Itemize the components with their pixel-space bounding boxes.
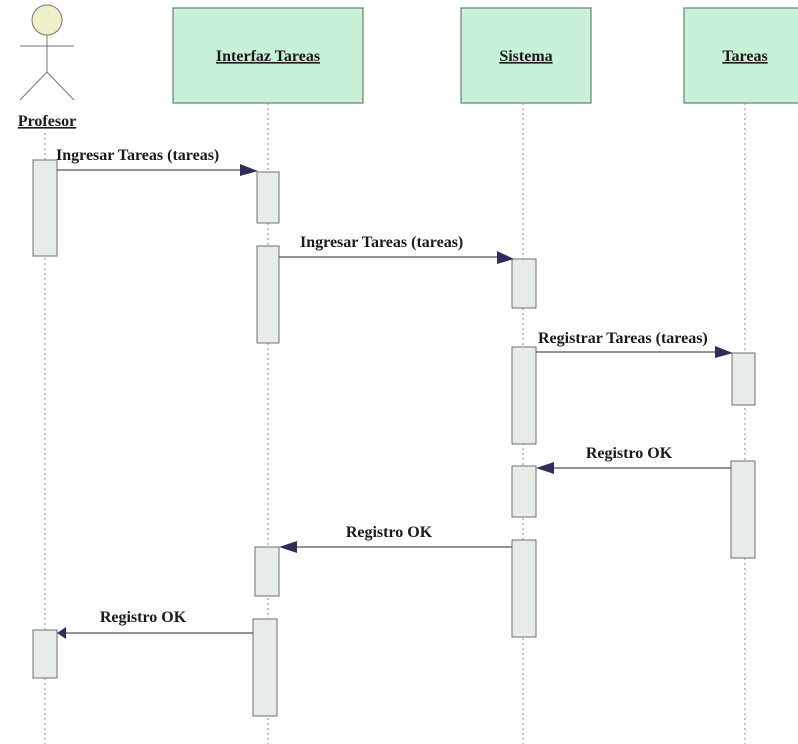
activation-bar (511, 465, 537, 518)
activation-bar (511, 539, 537, 638)
lifeline-box-sistema (460, 7, 592, 104)
message-3: Registrar Tareas (tareas) (536, 330, 733, 358)
lifeline-label-sistema: Sistema (499, 48, 552, 65)
activation-bar (256, 171, 280, 224)
message-4: Registro OK (536, 445, 731, 474)
message-label: Registro OK (586, 445, 673, 462)
lifeline-label-interfaz: Interfaz Tareas (216, 48, 320, 65)
arrow-left-icon (279, 541, 297, 553)
activation-bar (511, 258, 537, 309)
lifeline-box-interfaz (172, 7, 364, 104)
activation-bar (511, 346, 537, 445)
activation-bar (32, 159, 58, 257)
arrow-right-icon (240, 164, 258, 176)
activation-bar (731, 352, 756, 406)
lifeline-label-tareas: Tareas (722, 48, 767, 65)
message-5: Registro OK (279, 524, 512, 553)
message-label: Registrar Tareas (tareas) (538, 330, 708, 347)
activation-bar (256, 245, 280, 344)
lifeline-box-tareas (683, 7, 798, 104)
activation-bar (32, 629, 58, 679)
arrow-left-icon (536, 462, 554, 474)
message-1: Ingresar Tareas (tareas) (56, 147, 258, 176)
arrow-right-icon (715, 346, 733, 358)
message-label: Ingresar Tareas (tareas) (300, 234, 463, 251)
message-label: Ingresar Tareas (tareas) (56, 147, 219, 164)
activation-bar (252, 618, 278, 717)
activation-bar (254, 546, 280, 597)
lifeline-head-interfaz: Interfaz Tareas (172, 7, 364, 104)
actor-left-leg (19, 71, 48, 101)
lifeline-head-tareas: Tareas (683, 7, 798, 104)
message-label: Registro OK (100, 609, 187, 626)
actor-head (31, 4, 63, 36)
actor-profesor: Profesor (18, 4, 76, 130)
lifeline-head-sistema: Sistema (460, 7, 592, 104)
message-label: Registro OK (346, 524, 433, 541)
arrow-left-icon (57, 627, 66, 639)
message-6: Registro OK (57, 609, 253, 639)
arrow-right-icon (497, 251, 514, 264)
actor-label: Profesor (18, 113, 76, 130)
actor-right-leg (46, 71, 75, 101)
message-2: Ingresar Tareas (tareas) (279, 234, 514, 264)
activation-bar (730, 460, 756, 559)
